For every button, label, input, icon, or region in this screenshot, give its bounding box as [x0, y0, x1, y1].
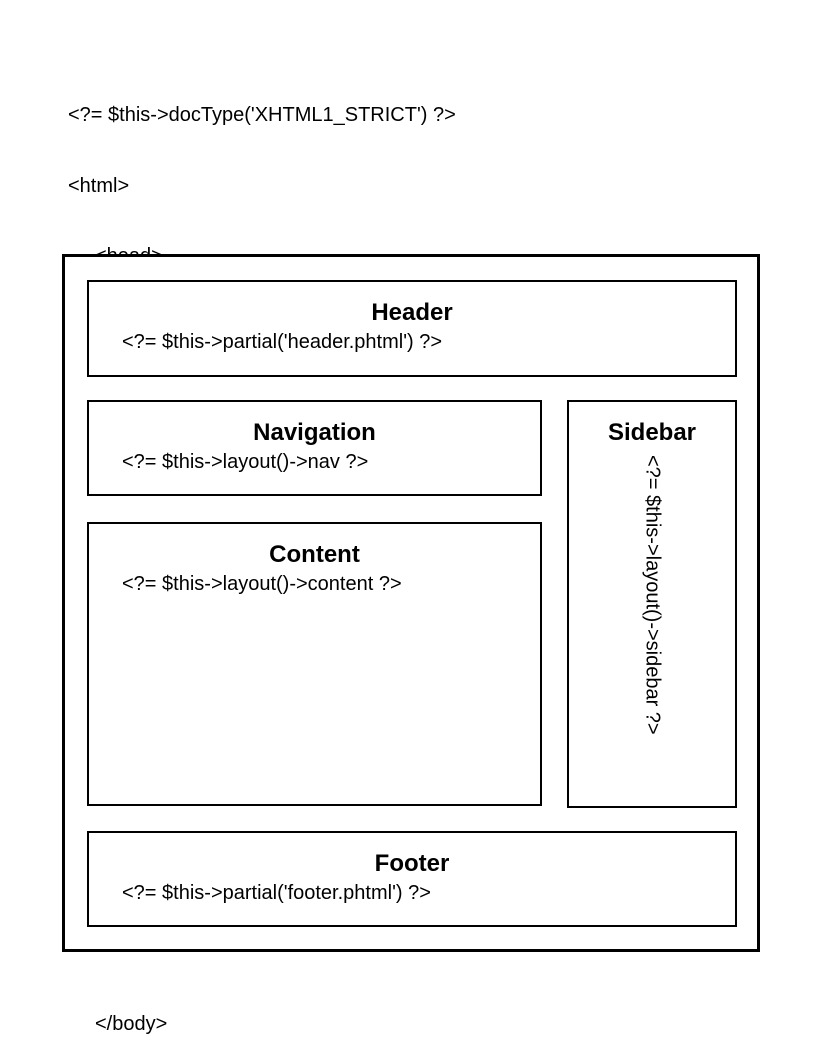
sidebar-panel-title: Sidebar	[607, 419, 697, 446]
content-panel-code: <?= $this->layout()->content ?>	[122, 573, 402, 595]
footer-panel-code: <?= $this->partial('footer.phtml') ?>	[122, 882, 431, 904]
navigation-panel-title: Navigation	[253, 419, 376, 446]
body-wireframe-box: Header <?= $this->partial('header.phtml'…	[62, 254, 760, 952]
header-panel-code: <?= $this->partial('header.phtml') ?>	[122, 331, 443, 353]
navigation-panel-code: <?= $this->layout()->nav ?>	[122, 451, 369, 473]
sidebar-panel-code: <?= $this->layout()->sidebar ?>	[641, 455, 664, 735]
footer-panel-title: Footer	[374, 850, 450, 877]
header-panel-title: Header	[371, 299, 453, 326]
content-panel-title: Content	[269, 541, 360, 568]
bottom-code-block: </body> </html>	[68, 966, 167, 1056]
navigation-panel: Navigation <?= $this->layout()->nav ?>	[87, 400, 542, 496]
footer-panel: Footer <?= $this->partial('footer.phtml'…	[87, 831, 737, 927]
content-panel: Content <?= $this->layout()->content ?>	[87, 522, 542, 806]
header-panel: Header <?= $this->partial('header.phtml'…	[87, 280, 737, 377]
code-line: </body>	[95, 1013, 168, 1035]
code-line: <?= $this->docType('XHTML1_STRICT') ?>	[68, 104, 456, 126]
sidebar-panel: Sidebar <?= $this->layout()->sidebar ?>	[567, 400, 737, 808]
code-line: <html>	[68, 174, 130, 197]
